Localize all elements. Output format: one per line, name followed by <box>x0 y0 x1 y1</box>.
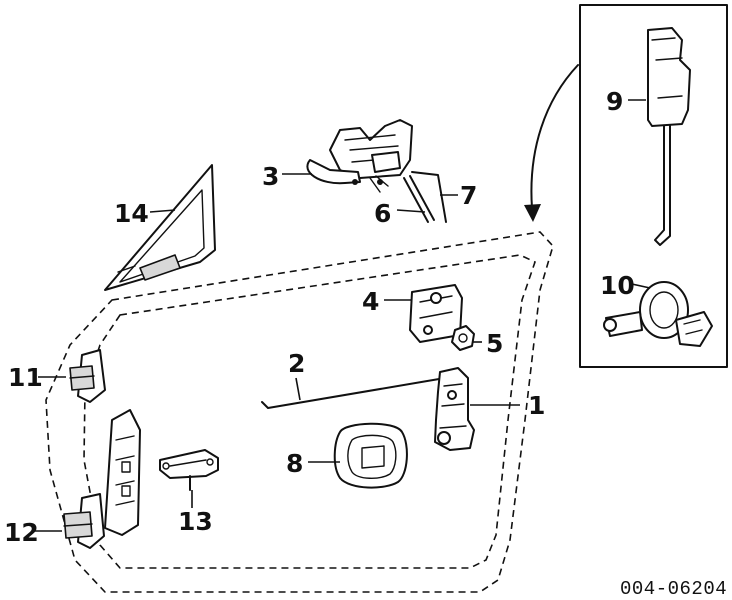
callout-labels: 1 2 3 4 5 6 7 8 9 10 11 12 13 14 <box>4 87 635 547</box>
callout-14: 14 <box>114 199 149 228</box>
callout-13: 13 <box>178 507 213 536</box>
part-11-upper-hinge <box>69 349 106 403</box>
inset-arrow <box>524 64 579 222</box>
callout-5: 5 <box>486 329 503 358</box>
part-5-nut <box>451 325 475 351</box>
part-9-lock-button-rod <box>647 27 691 246</box>
part-13-link <box>159 449 219 491</box>
callout-4: 4 <box>362 287 379 316</box>
leader-lines <box>34 99 651 532</box>
hinge-pillar <box>104 409 141 536</box>
callout-9: 9 <box>606 87 623 116</box>
callout-10: 10 <box>600 271 635 300</box>
door-outline <box>45 231 554 593</box>
detail-inset-box <box>579 4 728 368</box>
callout-2: 2 <box>288 349 305 378</box>
part-4-bracket <box>409 284 463 343</box>
callout-1: 1 <box>528 391 545 420</box>
callout-7: 7 <box>460 181 477 210</box>
callout-6: 6 <box>374 199 391 228</box>
part-3-window-regulator <box>306 119 413 193</box>
part-8-inside-handle <box>333 422 408 489</box>
callout-11: 11 <box>8 363 43 392</box>
part-2-control-rod <box>261 377 446 409</box>
part-1-door-latch <box>434 367 475 451</box>
callout-8: 8 <box>286 449 303 478</box>
part-7-rod <box>411 171 447 223</box>
diagram-part-number: 004-06204 <box>620 578 727 600</box>
part-6-rod <box>403 175 435 223</box>
part-12-lower-hinge <box>63 493 105 549</box>
callout-12: 12 <box>4 518 39 547</box>
callout-3: 3 <box>262 162 279 191</box>
part-14-corner-glass <box>104 164 216 291</box>
part-10-lock-actuator <box>603 281 713 347</box>
